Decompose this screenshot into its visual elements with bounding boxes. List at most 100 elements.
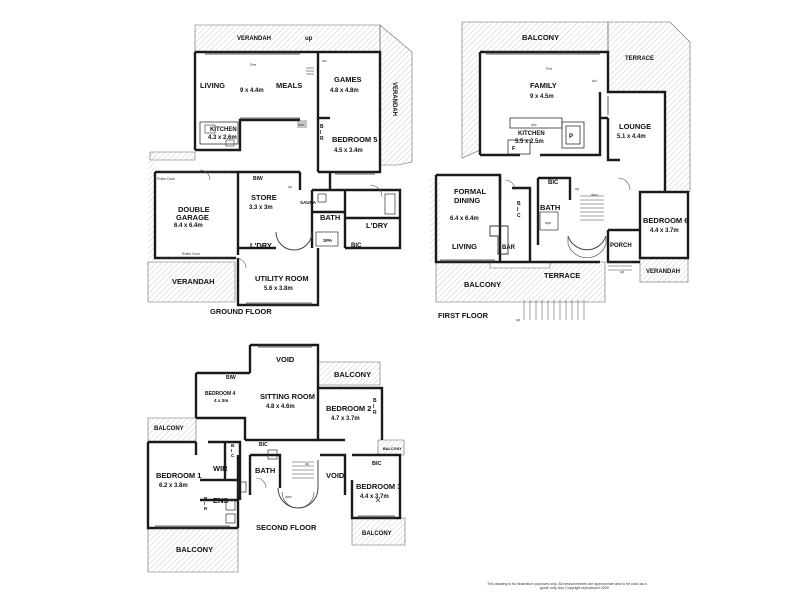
down-label-second: dwn [285, 495, 292, 499]
bedroom2-dimensions: 4.7 x 3.7m [331, 416, 360, 422]
bath-label: BATH [320, 213, 340, 222]
balcony-br-label: BALCONY [362, 531, 392, 537]
down-label: dwn [298, 123, 305, 127]
ensuite-label: ENS [213, 496, 228, 505]
family-label: FAMILY [530, 81, 557, 90]
verandah-bottom-area [147, 261, 236, 303]
dining-label: DINING [454, 196, 480, 205]
bedroom6-dimensions: 4.4 x 3.7m [650, 228, 679, 234]
garage-dimensions: 6.4 x 6.4m [174, 223, 203, 229]
sauna-label: SAUNA [300, 200, 317, 205]
balcony-bottom-label-second: BALCONY [176, 545, 213, 554]
down-label-first: dwn [591, 193, 598, 197]
verandah-right-area-first [639, 257, 689, 283]
bedroom6-label: BEDROOM 6 [643, 216, 688, 225]
disclaimer-line1: This drawing is for illustration purpose… [487, 582, 647, 586]
lounge-dimensions: 5.1 x 4.4m [617, 134, 646, 140]
bedroom5-label: BEDROOM 5 [332, 135, 377, 144]
void-top-label: VOID [276, 355, 295, 364]
ground-floor-title: GROUND FLOOR [210, 307, 272, 316]
roller-door-top-label: Roller Door [157, 177, 176, 181]
ac-label-first: a/c [592, 79, 597, 83]
second-walls [146, 343, 402, 530]
second-floor-title: SECOND FLOOR [256, 523, 317, 532]
biw-label-second: BIW [226, 375, 236, 381]
sitting-room-label: SITTING ROOM [260, 392, 315, 401]
spa-label-first: spa [545, 221, 551, 225]
balcony-right-label: BALCONY [334, 370, 371, 379]
bedroom2-label: BEDROOM 2 [326, 404, 371, 413]
fire-label-first: Fire [546, 67, 552, 71]
up3-label-first: up [516, 318, 520, 322]
bedroom5-dimensions: 4.5 x 3.4m [334, 148, 363, 154]
verandah-left-area [149, 151, 196, 161]
laundry-label-right: L'DRY [366, 221, 388, 230]
fridge-label: F [512, 146, 516, 152]
balcony-small-area [377, 439, 405, 456]
balcony-left-label: BALCONY [154, 426, 184, 432]
bedroom3-label: BEDROOM 3 [356, 482, 401, 491]
bath-label-second: BATH [255, 466, 275, 475]
sitting-room-dimensions: 4.8 x 4.6m [266, 404, 295, 410]
terrace-top-label: TERRACE [625, 56, 654, 62]
bic3-label: BIC [372, 461, 382, 467]
garage-label-line1: DOUBLE [178, 205, 210, 214]
lounge-label: LOUNGE [619, 122, 651, 131]
up-label-first: up [575, 187, 579, 191]
kitchen-dimensions: 4.3 x 2.6m [208, 135, 237, 141]
bic2-label: BIC [259, 442, 268, 448]
porch-label: PORCH [610, 243, 632, 249]
bath-label-first: BATH [540, 203, 560, 212]
kitchen-dimensions-first: 5.5 x 2.5m [515, 139, 544, 145]
bedroom1-dimensions: 6.2 x 3.8m [159, 483, 188, 489]
balcony-bottom-area [435, 261, 606, 303]
fire-label: Fire [250, 63, 256, 67]
terrace-bottom-label: TERRACE [544, 271, 580, 280]
laundry-label-left: L'DRY [250, 241, 272, 250]
balcony-small-label: BALCONY [383, 447, 402, 451]
living-label-first: LIVING [452, 242, 477, 251]
formal-label: FORMAL [454, 187, 486, 196]
bic-label: BIC [351, 243, 362, 249]
first-floor-plan: BALCONY TERRACE Fire a/c FAMILY 9 x 4.5m… [430, 21, 691, 322]
wir-label: WIR [213, 464, 228, 473]
bedroom1-label: BEDROOM 1 [156, 471, 201, 480]
void-mid-label: VOID [326, 471, 345, 480]
games-dimensions: 4.8 x 4.8m [330, 88, 359, 94]
utility-room-dimensions: 5.6 x 3.8m [264, 286, 293, 292]
bedroom4-dimensions: 4 x 3m [214, 398, 228, 403]
biw-label: BIW [253, 176, 263, 182]
verandah-right-label: VERANDAH [391, 82, 397, 116]
first-floor-title: FIRST FLOOR [438, 311, 489, 320]
bedroom4-label: BEDROOM 4 [205, 391, 236, 397]
ac-label: a/c [322, 59, 327, 63]
store-dimensions: 3.3 x 3m [249, 205, 273, 211]
kitchen-label-first: KITCHEN [518, 131, 545, 137]
kitchen-label: KITCHEN [210, 127, 237, 133]
left-strip-area [148, 152, 156, 262]
verandah-top-label: VERANDAH [237, 36, 271, 42]
spa-label: SPA [323, 238, 333, 243]
balcony-top-label: BALCONY [522, 33, 559, 42]
pantry-label: P [569, 134, 573, 140]
bar-label: BAR [502, 245, 516, 251]
up2-label-first: up [620, 270, 624, 274]
dishwasher-label: d/w [531, 123, 537, 127]
terrace-top-area [607, 21, 691, 193]
bedroom3-dimensions: 4.4 x 3.7m [360, 494, 389, 500]
meals-label: MEALS [276, 81, 302, 90]
bic-label-first: BIC [548, 180, 559, 186]
games-label: GAMES [334, 75, 362, 84]
family-dimensions: 9 x 4.5m [530, 94, 554, 100]
formal-dimensions: 6.4 x 6.4m [450, 216, 479, 222]
balcony-top-area [461, 21, 609, 159]
verandah-bottom-label: VERANDAH [172, 277, 215, 286]
utility-room-label: UTILITY ROOM [255, 274, 309, 283]
